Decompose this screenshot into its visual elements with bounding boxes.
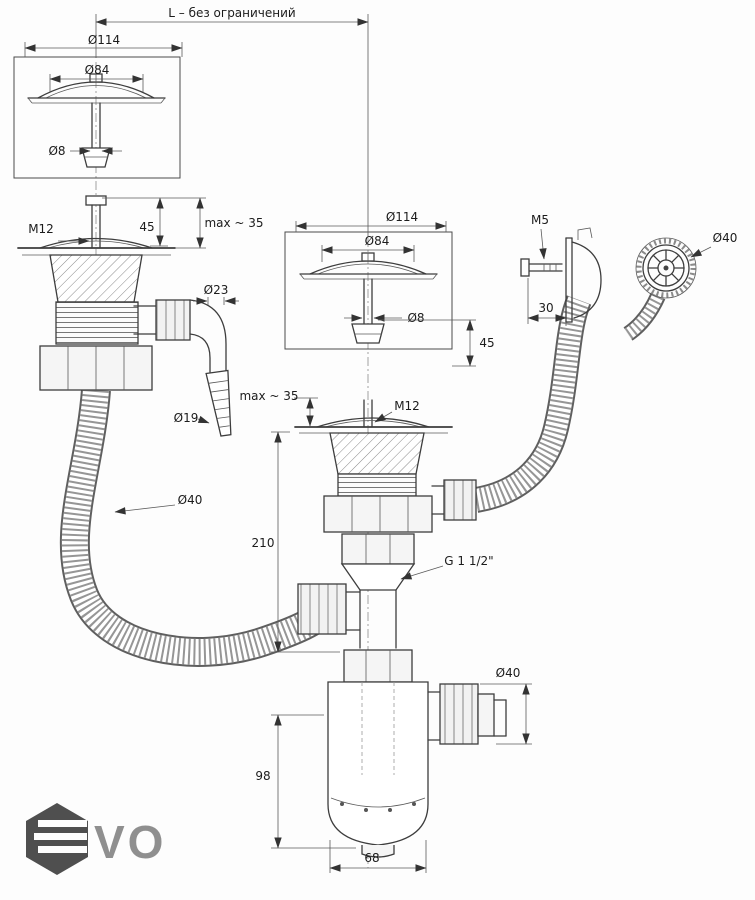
siphon-trap-assembly [297, 533, 507, 858]
hose-end-view [623, 237, 697, 341]
trap-side-inlet-nut [297, 583, 347, 635]
strainer-cup-section [49, 254, 143, 303]
dim-30: 30 [538, 301, 553, 315]
dim-left-45: 45 [139, 220, 154, 234]
strainer-thread [55, 301, 139, 345]
dim-thread-g112: G 1 1/2" [444, 554, 493, 568]
dim-mid-d84: Ø84 [365, 234, 390, 248]
dim-d19: Ø19 [174, 411, 199, 425]
trap-bottom-coupling-nut [343, 649, 413, 683]
dim-210: 210 [252, 536, 275, 550]
left-strainer-assembly [17, 195, 232, 437]
trap-bottom-cap [361, 845, 395, 858]
overflow-hose [473, 295, 592, 513]
dim-left-d8: Ø8 [48, 144, 65, 158]
middle-strainer-detail-view [284, 231, 453, 350]
dim-mid-d8: Ø8 [407, 311, 424, 325]
strainer-locknut [323, 495, 433, 533]
outlet-step [477, 693, 495, 737]
elbow-union-nut [155, 299, 191, 341]
dimension-annotations: L – без ограничений Ø114 Ø84 Ø8 M12 45 m… [24, 6, 738, 873]
dim-outlet-d40: Ø40 [496, 666, 521, 680]
outlet-big-nut [439, 683, 479, 745]
outlet-union-nut [443, 479, 477, 521]
dim-left-d84: Ø84 [85, 63, 110, 77]
dim-hose-d40: Ø40 [178, 493, 203, 507]
logo: VO [26, 803, 166, 875]
dim-68: 68 [364, 851, 379, 865]
left-strainer-detail-view [13, 56, 181, 179]
center-axes [95, 62, 369, 868]
dim-d23: Ø23 [204, 283, 229, 297]
dim-span-label: L – без ограничений [168, 6, 295, 20]
trap-top-coupling-nut [341, 533, 415, 565]
hose-barb [205, 369, 232, 437]
dim-mid-45: 45 [479, 336, 494, 350]
strainer-thread [337, 473, 417, 497]
dim-left-m12: M12 [28, 222, 54, 236]
middle-strainer-assembly [294, 399, 477, 533]
dim-endview-d40: Ø40 [713, 231, 738, 245]
logo-text: VO [94, 816, 166, 868]
trap-cone [340, 563, 416, 591]
strainer-cup-section [329, 432, 425, 475]
screw-knob [351, 323, 385, 344]
trap-bottle [327, 681, 429, 846]
dim-mid-max35: max ~ 35 [239, 389, 298, 403]
dim-mid-d114: Ø114 [386, 210, 418, 224]
dim-left-max35: max ~ 35 [204, 216, 263, 230]
overflow-screw-head [520, 258, 530, 277]
dim-mid-m12: M12 [394, 399, 420, 413]
dim-m5: M5 [531, 213, 549, 227]
overflow-assembly [520, 227, 602, 323]
left-drain-hose [59, 388, 336, 667]
dim-left-d114: Ø114 [88, 33, 120, 47]
dim-98: 98 [255, 769, 270, 783]
